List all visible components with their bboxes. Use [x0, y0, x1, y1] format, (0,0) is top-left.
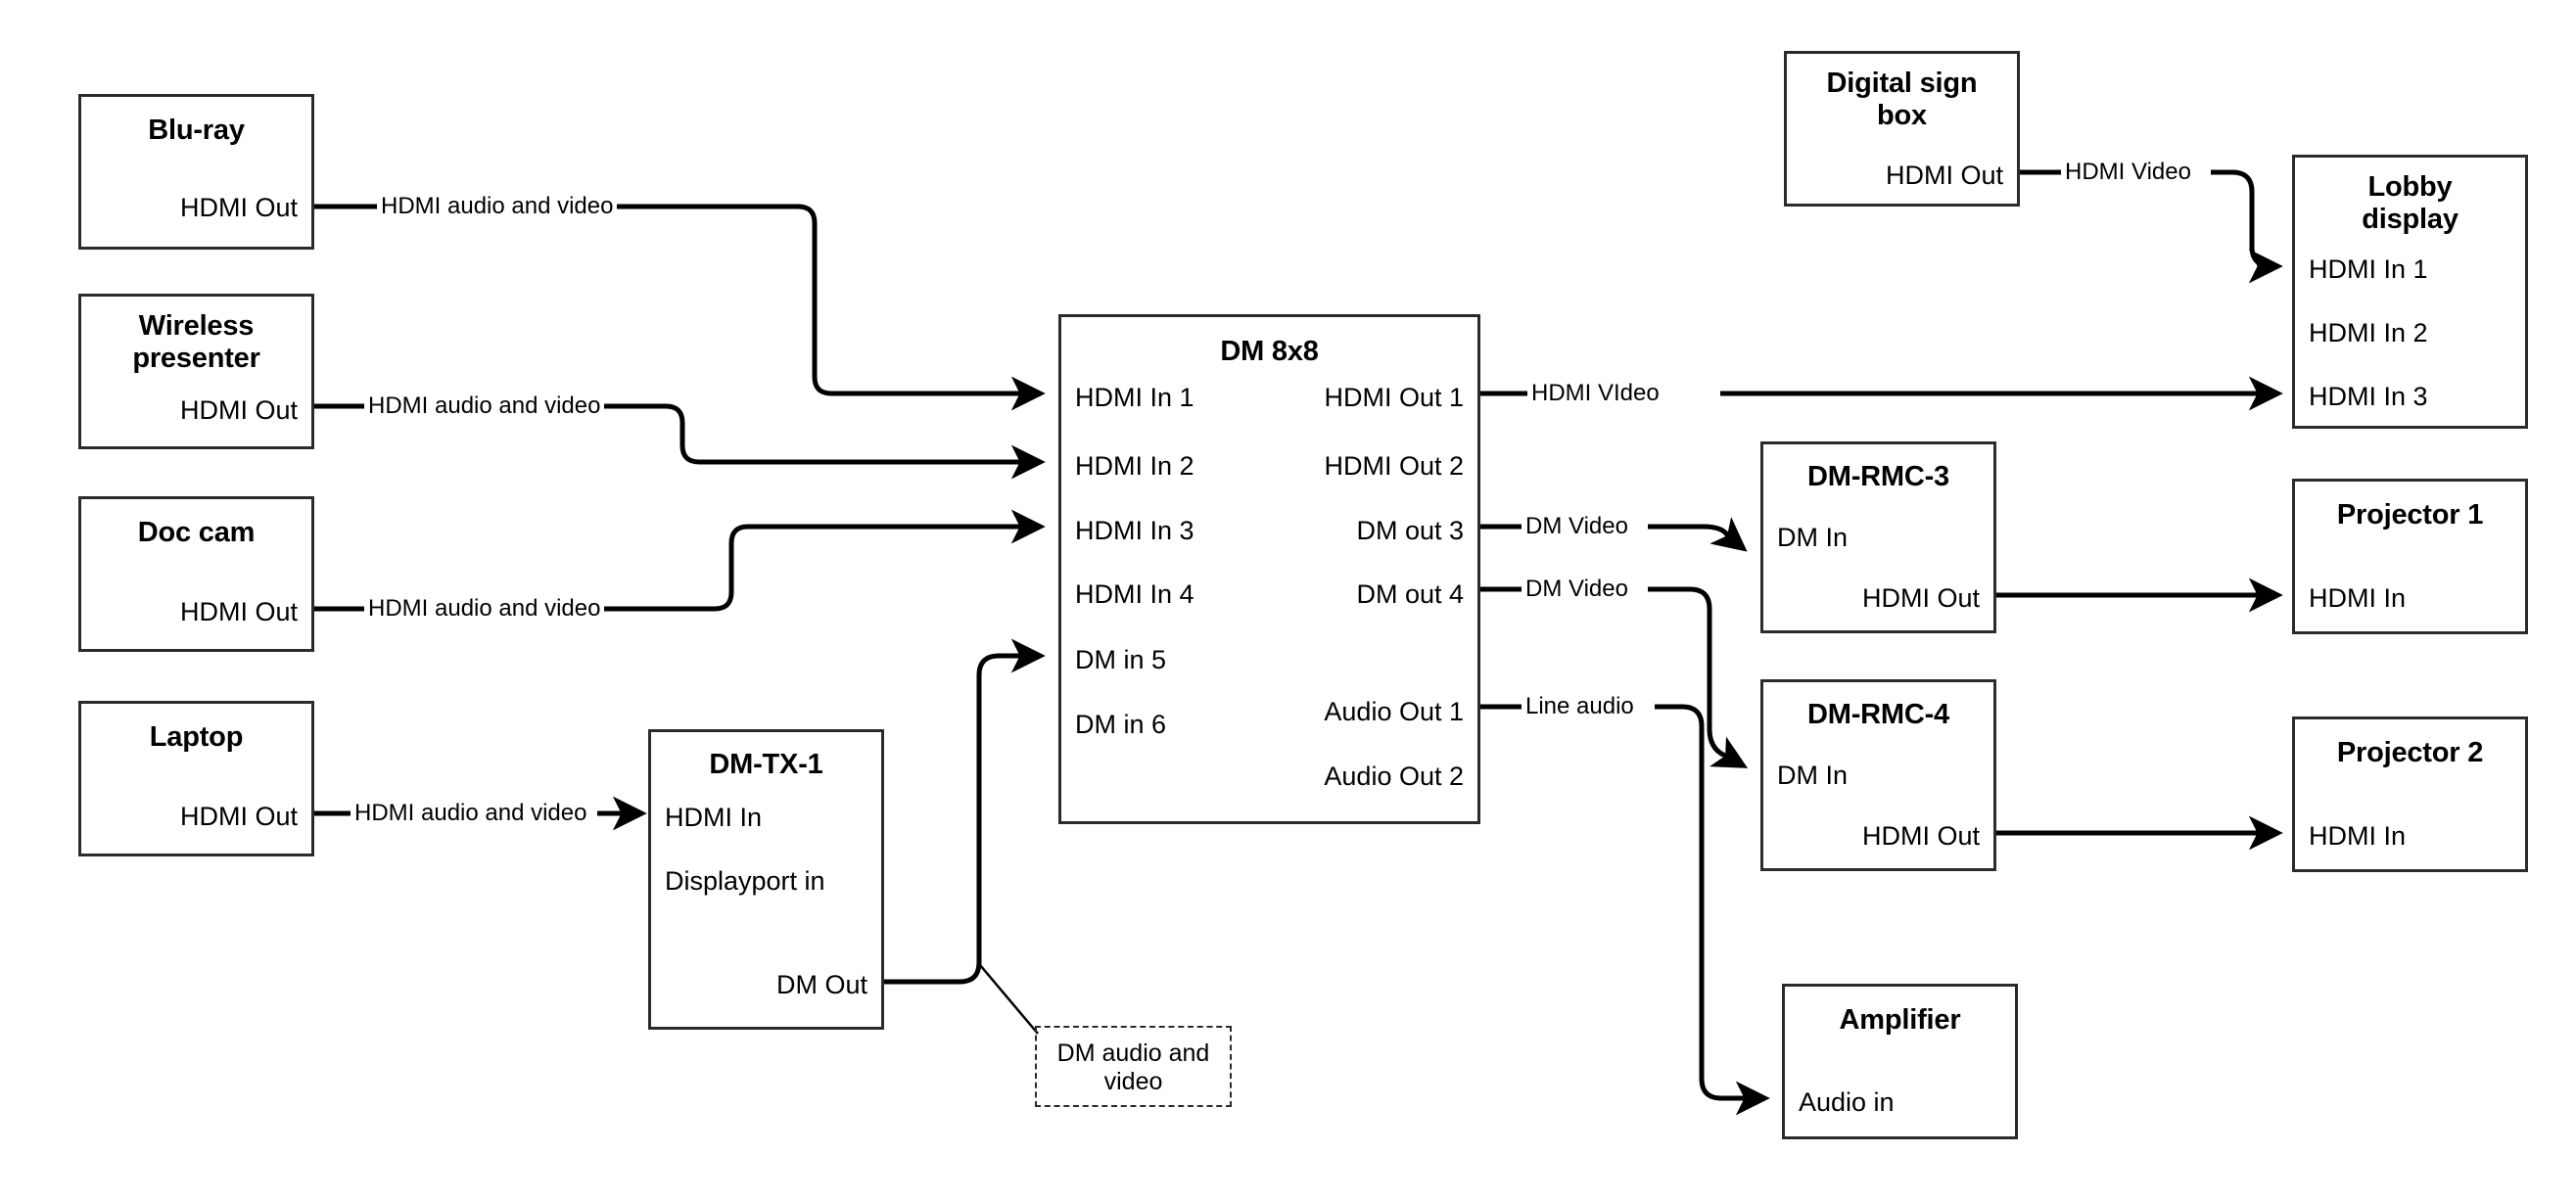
leader-line-dm-note	[979, 964, 1039, 1035]
node-dm-rmc-3[interactable]: DM-RMC-3 DM In HDMI Out	[1760, 441, 1996, 633]
node-dm-8x8-title: DM 8x8	[1220, 336, 1319, 367]
node-dm-tx-1-port-dm-out[interactable]: DM Out	[775, 970, 867, 999]
node-lobby-display-port-hdmi-in-3[interactable]: HDMI In 3	[2309, 382, 2428, 411]
wire-dm8x8-out4-to-rmc4-b	[1648, 586, 1749, 768]
node-projector-2-title: Projector 2	[2336, 737, 2484, 768]
node-dm-rmc-4[interactable]: DM-RMC-4 DM In HDMI Out	[1760, 679, 1996, 871]
node-lobby-display[interactable]: Lobby display HDMI In 1 HDMI In 2 HDMI I…	[2292, 155, 2528, 429]
wire-label-wireless: HDMI audio and video	[364, 393, 605, 419]
node-dm-8x8-input-hdmi-in-2[interactable]: HDMI In 2	[1075, 451, 1194, 481]
wire-label-dm-out1: HDMI VIdeo	[1527, 381, 1663, 406]
node-dm-8x8-input-hdmi-in-3[interactable]: HDMI In 3	[1075, 516, 1194, 545]
wire-wireless-to-dm8x8-b	[603, 403, 1046, 480]
node-lobby-display-title-line1: Lobby	[2367, 171, 2453, 203]
wire-dm8x8-out3-to-rmc3-b	[1648, 517, 1748, 552]
node-amplifier-title: Amplifier	[1839, 1004, 1961, 1036]
node-laptop[interactable]: Laptop HDMI Out	[78, 701, 314, 856]
node-amplifier[interactable]: Amplifier Audio in	[1782, 984, 2018, 1139]
node-bluray-port-hdmi-out[interactable]: HDMI Out	[179, 193, 298, 222]
node-dm-tx-1-title: DM-TX-1	[709, 749, 823, 780]
node-dm-rmc-3-port-dm-in[interactable]: DM In	[1777, 523, 1849, 552]
node-dm-8x8-input-hdmi-in-4[interactable]: HDMI In 4	[1075, 579, 1194, 609]
node-wireless-presenter-title-line2: presenter	[132, 343, 260, 374]
wire-dmtx1-to-dm8x8	[884, 638, 1046, 985]
node-dm-rmc-4-port-hdmi-out[interactable]: HDMI Out	[1861, 821, 1980, 851]
wire-bluray-to-dm8x8-b	[595, 204, 1046, 411]
node-dm-tx-1-port-displayport-in[interactable]: Displayport in	[665, 866, 825, 896]
node-digital-sign-box-title-line1: Digital sign	[1826, 68, 1978, 99]
node-dm-rmc-4-title: DM-RMC-4	[1807, 699, 1949, 730]
note-dm-audio-and-video-line1: DM audio and	[1056, 1039, 1210, 1067]
node-dm-rmc-3-port-hdmi-out[interactable]: HDMI Out	[1861, 583, 1980, 613]
node-dm-8x8-output-hdmi-out-1[interactable]: HDMI Out 1	[1324, 383, 1464, 412]
node-dm-8x8-input-dm-in-6[interactable]: DM in 6	[1075, 710, 1167, 739]
node-bluray[interactable]: Blu-ray HDMI Out	[78, 94, 314, 250]
note-dm-audio-and-video: DM audio and video	[1035, 1026, 1232, 1107]
node-dm-8x8[interactable]: DM 8x8 HDMI In 1 HDMI In 2 HDMI In 3 HDM…	[1058, 314, 1480, 824]
node-dm-8x8-output-dm-out-3[interactable]: DM out 3	[1356, 516, 1464, 545]
node-amplifier-port-audio-in[interactable]: Audio in	[1799, 1087, 1895, 1117]
node-laptop-title: Laptop	[149, 721, 244, 753]
wire-label-audio-out1: Line audio	[1522, 694, 1638, 719]
node-lobby-display-title-line2: display	[2362, 204, 2459, 235]
node-digital-sign-box-port-hdmi-out[interactable]: HDMI Out	[1885, 161, 2003, 190]
node-lobby-display-port-hdmi-in-1[interactable]: HDMI In 1	[2309, 254, 2428, 284]
wire-sign-to-lobby-b	[2211, 169, 2283, 284]
node-dm-8x8-input-dm-in-5[interactable]: DM in 5	[1075, 645, 1167, 674]
node-projector-1[interactable]: Projector 1 HDMI In	[2292, 479, 2528, 634]
node-dm-8x8-output-hdmi-out-2[interactable]: HDMI Out 2	[1324, 451, 1464, 481]
node-digital-sign-box-title-line2: box	[1877, 100, 1927, 131]
node-wireless-presenter-title-line1: Wireless	[138, 310, 255, 342]
node-dm-tx-1-port-hdmi-in[interactable]: HDMI In	[665, 803, 763, 832]
node-projector-2-port-hdmi-in[interactable]: HDMI In	[2309, 821, 2407, 851]
node-dm-tx-1[interactable]: DM-TX-1 HDMI In Displayport in DM Out	[648, 729, 884, 1030]
note-dm-audio-and-video-line2: video	[1103, 1068, 1163, 1095]
node-doc-cam-port-hdmi-out[interactable]: HDMI Out	[179, 597, 298, 626]
wire-label-doccam: HDMI audio and video	[364, 596, 605, 622]
node-doc-cam-title: Doc cam	[137, 517, 256, 548]
node-projector-1-port-hdmi-in[interactable]: HDMI In	[2309, 583, 2407, 613]
node-wireless-presenter[interactable]: Wireless presenter HDMI Out	[78, 294, 314, 449]
node-projector-2[interactable]: Projector 2 HDMI In	[2292, 716, 2528, 872]
wire-dm8x8-audio1-to-amp-b	[1655, 704, 1770, 1116]
node-projector-1-title: Projector 1	[2336, 499, 2484, 531]
node-dm-8x8-output-dm-out-4[interactable]: DM out 4	[1356, 579, 1464, 609]
node-dm-8x8-output-audio-out-1[interactable]: Audio Out 1	[1324, 697, 1464, 726]
wire-label-dm-out4: DM Video	[1522, 577, 1632, 602]
node-dm-8x8-input-hdmi-in-1[interactable]: HDMI In 1	[1075, 383, 1194, 412]
node-laptop-port-hdmi-out[interactable]: HDMI Out	[179, 802, 298, 831]
node-dm-rmc-4-port-dm-in[interactable]: DM In	[1777, 761, 1849, 790]
wire-label-laptop: HDMI audio and video	[351, 801, 591, 826]
wire-label-sign-to-lobby: HDMI Video	[2061, 160, 2195, 185]
wire-label-dm-out3: DM Video	[1522, 514, 1632, 539]
node-dm-8x8-output-audio-out-2[interactable]: Audio Out 2	[1324, 762, 1464, 791]
node-doc-cam[interactable]: Doc cam HDMI Out	[78, 496, 314, 652]
node-lobby-display-port-hdmi-in-2[interactable]: HDMI In 2	[2309, 318, 2428, 347]
node-bluray-title: Blu-ray	[148, 115, 245, 146]
node-wireless-presenter-port-hdmi-out[interactable]: HDMI Out	[179, 395, 298, 425]
wire-doccam-to-dm8x8-b	[603, 509, 1046, 612]
node-dm-rmc-3-title: DM-RMC-3	[1807, 461, 1949, 492]
wire-label-bluray: HDMI audio and video	[377, 194, 618, 219]
node-digital-sign-box[interactable]: Digital sign box HDMI Out	[1784, 51, 2020, 207]
